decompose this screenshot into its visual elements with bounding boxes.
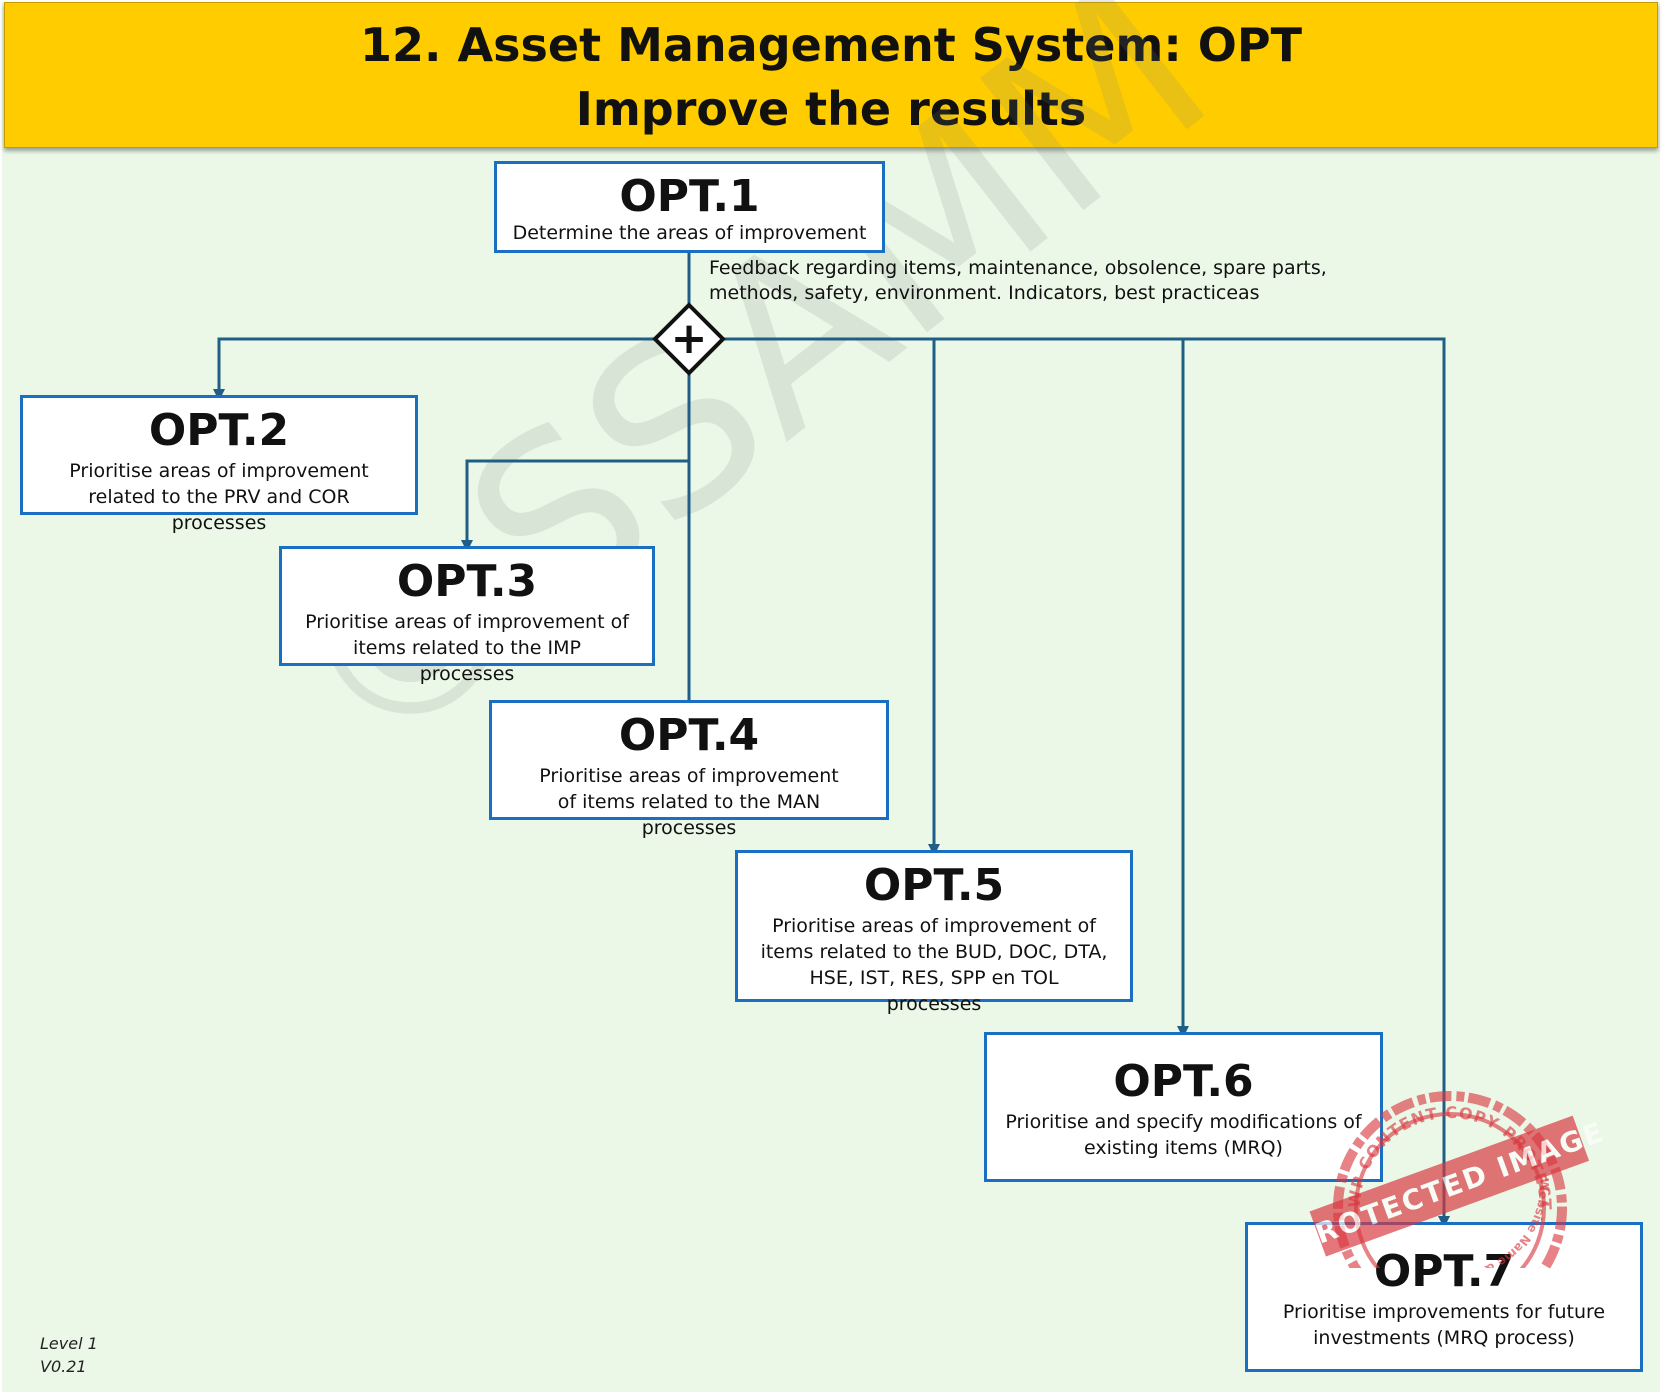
page-subtitle: Improve the results [575,82,1087,136]
parallel-gateway: + [652,302,726,376]
process-box-opt1[interactable]: OPT.1 Determine the areas of improvement [494,161,885,253]
page-title: 12. Asset Management System: OPT [360,18,1302,72]
process-description: Prioritise and specify modifications of … [1005,1111,1362,1159]
gateway-plus-icon: + [671,313,708,364]
process-code: OPT.4 [618,710,760,761]
page-header: 12. Asset Management System: OPT Improve… [4,2,1658,148]
process-code: OPT.5 [863,860,1005,911]
process-description: Prioritise areas of improvement related … [69,460,369,534]
level-label: Level 1 [40,1334,98,1353]
process-box-opt6[interactable]: OPT.6 Prioritise and specify modificatio… [984,1032,1383,1182]
connector-to-opt7 [1183,337,1450,1228]
footer-info: Level 1 V0.21 [40,1332,98,1378]
process-code: OPT.3 [396,556,538,607]
process-code: OPT.2 [148,405,290,456]
process-code: OPT.1 [619,171,760,222]
protected-image-stamp: WP CONTENT COPY PROTECTION PLUGIN Websit… [1290,1058,1609,1268]
connector-to-opt3 [461,373,691,552]
process-box-opt7[interactable]: OPT.7 Prioritise improvements for future… [1245,1222,1643,1372]
process-description: Determine the areas of improvement [512,222,867,244]
version-label: V0.21 [40,1357,87,1376]
process-description: Prioritise areas of improvement of items… [760,915,1108,1015]
process-code: OPT.7 [1373,1246,1515,1297]
process-box-opt2[interactable]: OPT.2 Prioritise areas of improvement re… [20,395,418,534]
process-box-opt5[interactable]: OPT.5 Prioritise areas of improvement of… [735,850,1133,1015]
process-description: Prioritise areas of improvement of items… [539,765,839,839]
process-code: OPT.6 [1113,1056,1254,1107]
connector-to-opt2 [213,337,655,401]
process-description: Prioritise areas of improvement of items… [305,611,629,685]
process-box-opt3[interactable]: OPT.3 Prioritise areas of improvement of… [279,546,655,685]
process-description: Prioritise improvements for future inves… [1282,1301,1606,1349]
feedback-note: Feedback regarding items, maintenance, o… [709,257,1327,304]
process-box-opt4[interactable]: OPT.4 Prioritise areas of improvement of… [489,700,889,839]
